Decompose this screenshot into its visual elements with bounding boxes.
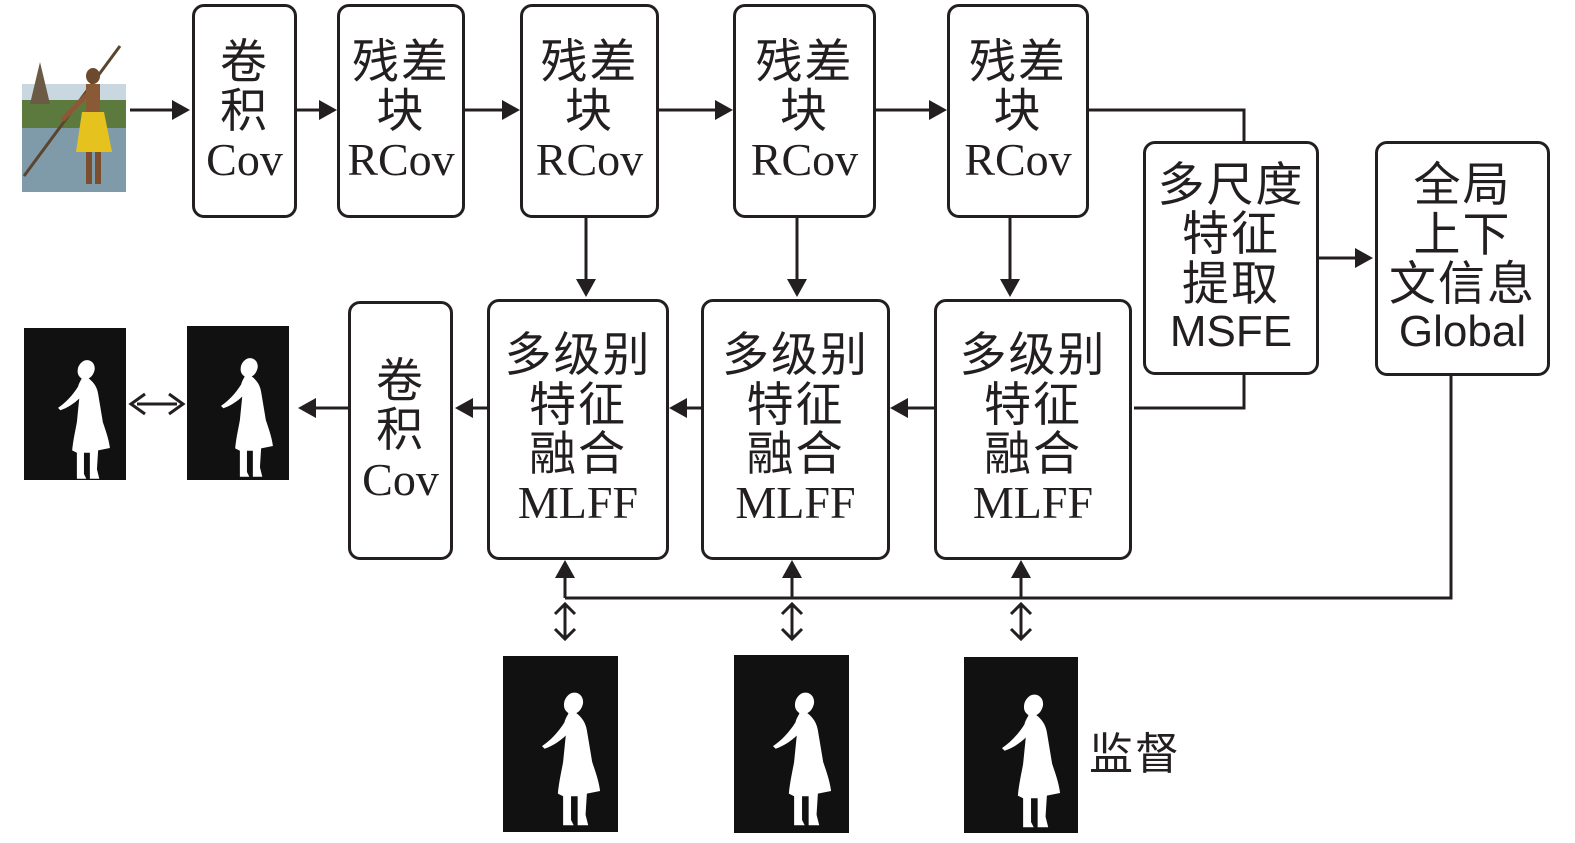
mlff-block-3: 多级别 特征 融合 MLFF xyxy=(934,299,1132,560)
supervision-mask-2 xyxy=(734,655,849,833)
output-mask-ground-truth xyxy=(187,326,289,480)
block-label: 多级别 xyxy=(722,328,869,384)
block-label: 文信息 xyxy=(1389,257,1536,313)
mlff-block-2: 多级别 特征 融合 MLFF xyxy=(701,299,890,560)
block-label: MLFF xyxy=(517,477,639,529)
residual-block-1: 残差 块 RCov xyxy=(337,4,465,218)
block-label: 多级别 xyxy=(504,328,652,384)
block-label: 残差 xyxy=(540,34,639,90)
block-label: 卷 xyxy=(376,354,425,409)
block-label: 特征 xyxy=(529,377,627,433)
block-label: 积 xyxy=(220,83,269,139)
block-label: Global xyxy=(1398,307,1527,357)
supervision-label: 监督 xyxy=(1089,729,1181,780)
block-label: Cov xyxy=(206,134,283,186)
block-label: 块 xyxy=(780,83,829,139)
block-label: RCov xyxy=(750,134,859,186)
residual-block-3: 残差 块 RCov xyxy=(733,4,876,218)
block-label: 融合 xyxy=(984,427,1082,483)
block-label: MLFF xyxy=(972,477,1094,529)
output-mask-predicted xyxy=(24,328,126,480)
block-label: 全局 xyxy=(1413,158,1512,214)
block-label: MLFF xyxy=(735,477,856,529)
block-label: RCov xyxy=(535,134,644,186)
block-label: 融合 xyxy=(529,427,627,483)
block-label: 多级别 xyxy=(959,328,1107,384)
block-label: 残差 xyxy=(969,34,1067,90)
mlff-block-1: 多级别 特征 融合 MLFF xyxy=(487,299,669,560)
supervision-mask-3 xyxy=(964,657,1078,833)
block-label: 残差 xyxy=(352,34,450,90)
block-label: 融合 xyxy=(746,427,845,483)
block-label: 卷 xyxy=(220,34,269,90)
block-label: Cov xyxy=(362,453,439,505)
block-label: 上下 xyxy=(1413,207,1512,263)
supervision-mask-1 xyxy=(503,656,618,832)
input-image xyxy=(22,45,126,192)
residual-block-4: 残差 块 RCov xyxy=(947,4,1089,218)
encoder-conv-block: 卷 积 Cov xyxy=(192,4,297,218)
block-label: RCov xyxy=(347,134,455,186)
block-label: 特征 xyxy=(1182,207,1280,263)
block-label: 块 xyxy=(993,83,1043,139)
decoder-conv-block: 卷 积 Cov xyxy=(348,301,453,560)
block-label: RCov xyxy=(964,134,1072,186)
block-label: MSFE xyxy=(1169,306,1293,356)
global-context-block: 全局 上下 文信息 Global xyxy=(1375,141,1550,376)
block-label: 块 xyxy=(565,83,614,139)
block-label: 特征 xyxy=(746,377,845,433)
block-label: 残差 xyxy=(755,34,854,90)
msfe-block: 多尺度 特征 提取 MSFE xyxy=(1143,141,1319,375)
block-label: 块 xyxy=(376,83,426,139)
block-label: 提取 xyxy=(1182,256,1280,312)
block-label: 特征 xyxy=(984,377,1082,433)
block-label: 积 xyxy=(376,403,425,459)
residual-block-2: 残差 块 RCov xyxy=(520,4,659,218)
block-label: 多尺度 xyxy=(1157,157,1305,213)
